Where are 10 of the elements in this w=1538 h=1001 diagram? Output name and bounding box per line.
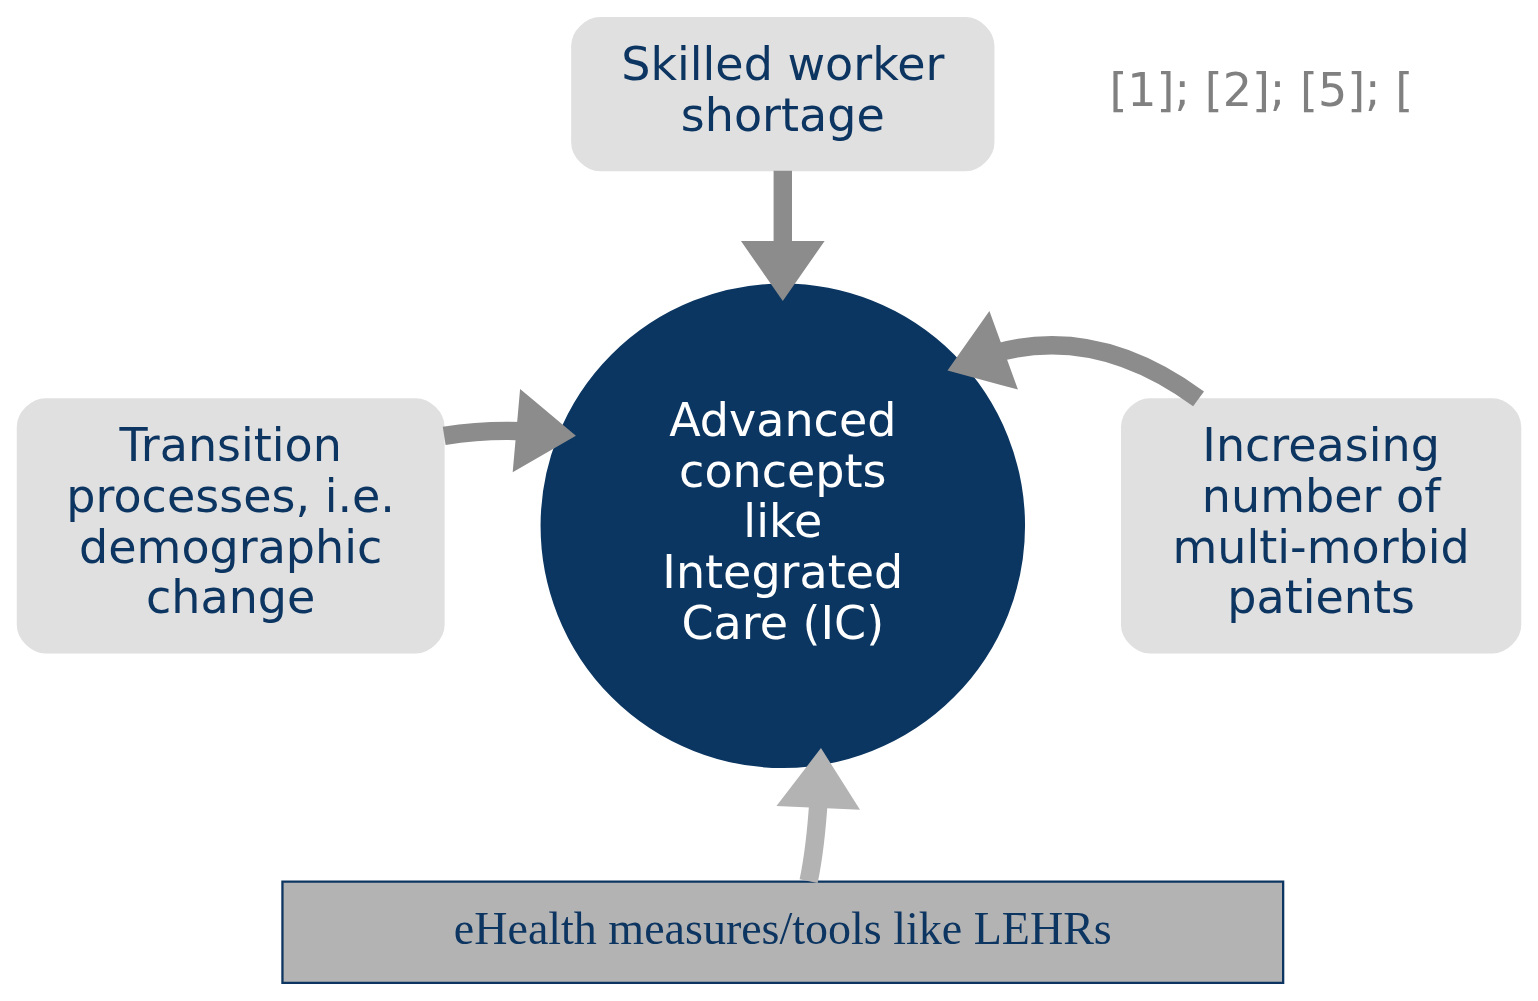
- node-box: Increasing number of multi-morbid patients: [1121, 398, 1522, 654]
- node-box: Skilled worker shortage: [571, 17, 995, 172]
- arrow: [776, 748, 860, 884]
- node-circle: Advanced concepts like Integrated Care (IC): [540, 283, 1026, 769]
- label: [1]; [2]; [5]; [: [1109, 62, 1414, 117]
- node-box: Transition processes, i.e. demographic change: [16, 398, 445, 654]
- arrow: [947, 310, 1204, 407]
- arrow: [741, 170, 825, 301]
- arrow: [442, 388, 576, 473]
- node-box: eHealth measures/tools like LEHRs: [281, 880, 1285, 984]
